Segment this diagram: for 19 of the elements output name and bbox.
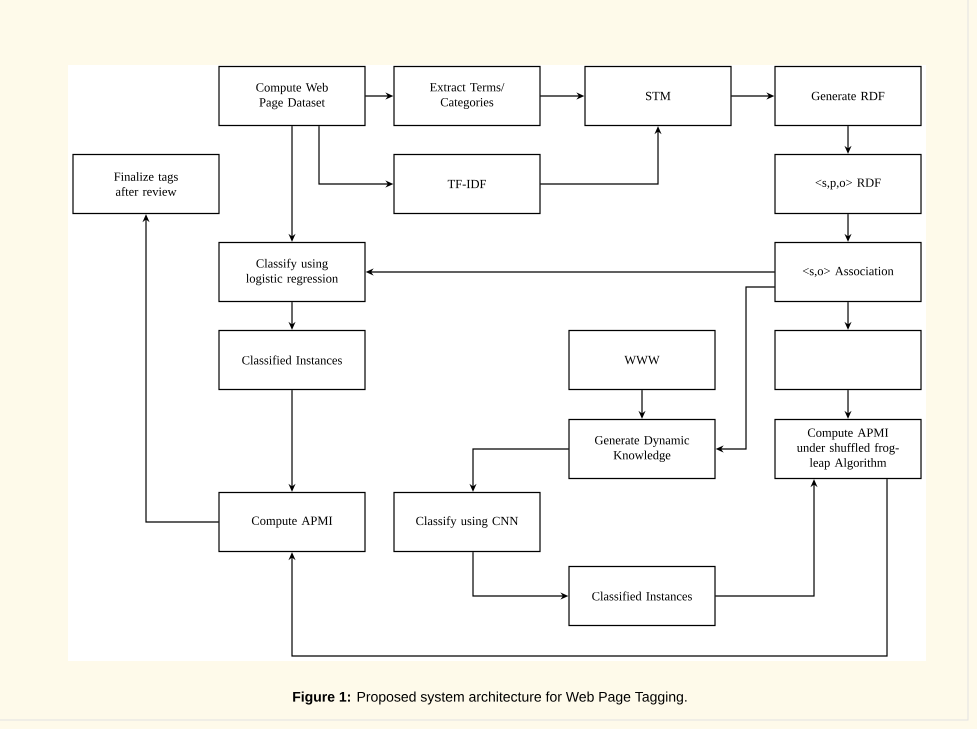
process-box: Compute APMI under shuffled frog-leap Algorithm	[774, 418, 922, 480]
figure-caption: Figure 1: Proposed system architecture for Web Page Tagging.	[293, 691, 686, 705]
process-box: <s,o> Association	[774, 242, 922, 302]
process-box: Classified Instances	[218, 330, 366, 390]
process-box: WWW	[568, 330, 716, 390]
process-box: Compute APMI	[218, 492, 366, 552]
process-box: <s,p,o> RDF	[774, 154, 922, 214]
process-box: Compute Web Page Dataset	[218, 66, 366, 126]
process-box: Generate Dynamic Knowledge	[568, 418, 716, 480]
empty-box	[774, 330, 922, 390]
process-box: STM	[584, 66, 732, 126]
process-box: Finalize tags after review	[72, 154, 220, 214]
process-box: Classify using logistic regression	[218, 242, 366, 302]
process-box: Generate RDF	[774, 66, 922, 126]
process-box: Extract Terms/ Categories	[393, 66, 541, 126]
process-box: Classified Instances	[568, 566, 716, 626]
arrow	[288, 479, 888, 657]
process-box: TF-IDF	[393, 154, 541, 214]
process-box: Classify using CNN	[393, 492, 541, 552]
